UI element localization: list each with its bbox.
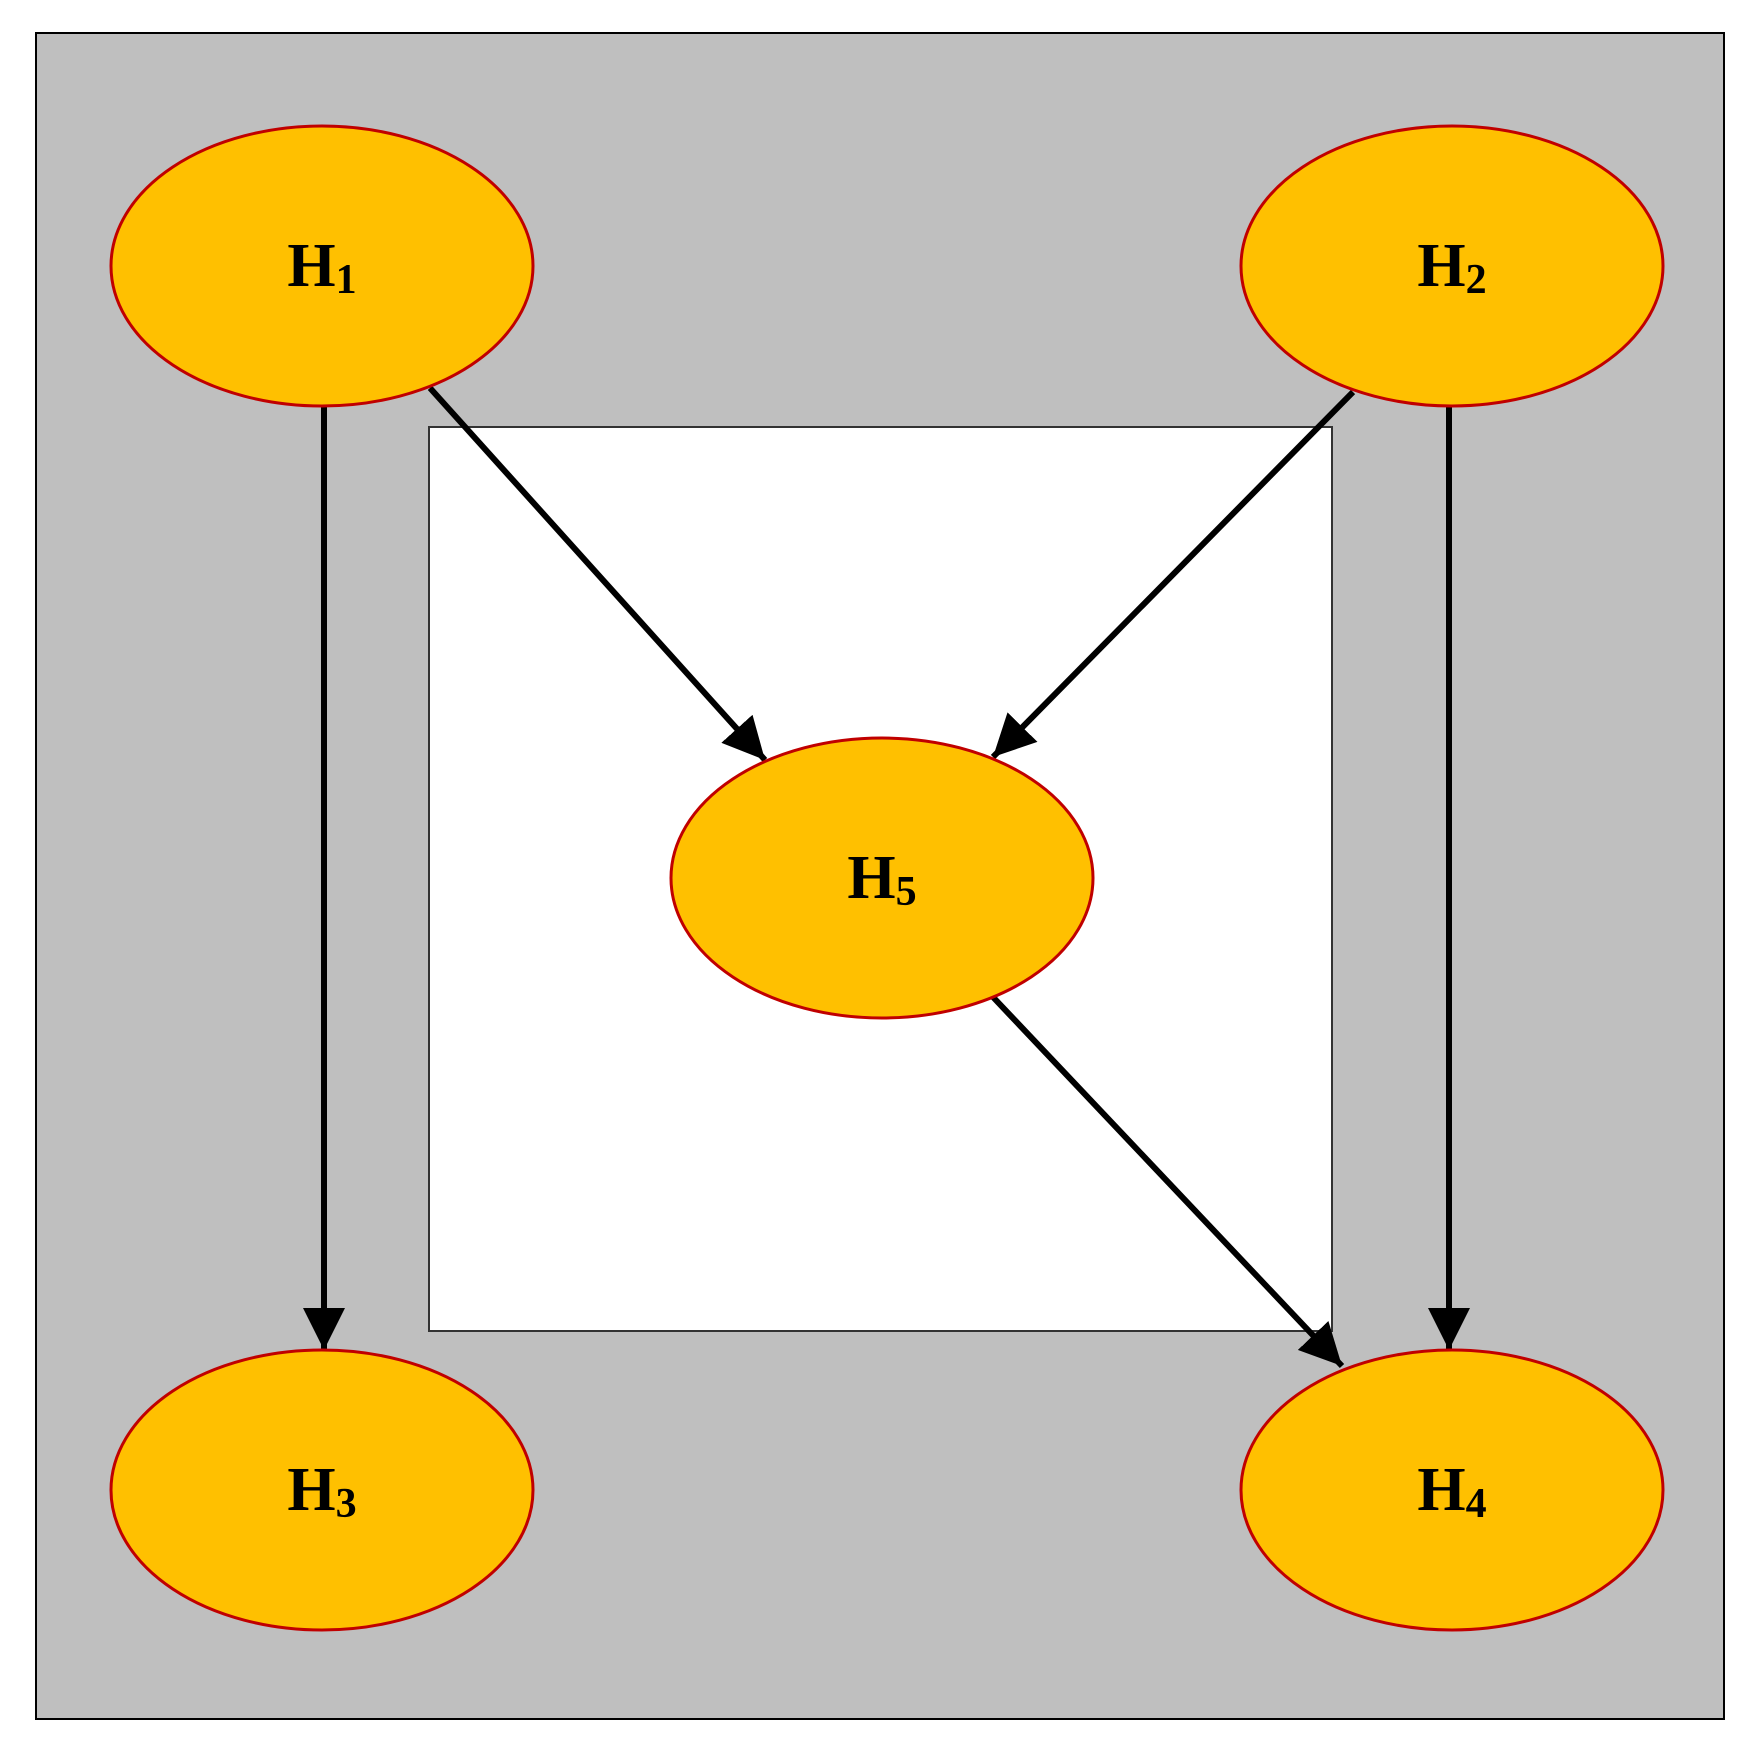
node-h2-label: H2 xyxy=(1417,232,1486,303)
node-h2-ellipse xyxy=(1239,124,1665,408)
node-h2: H2 xyxy=(1239,124,1665,408)
node-h5-label: H5 xyxy=(847,844,916,915)
edge-h1-h5 xyxy=(427,385,768,763)
node-h4: H4 xyxy=(1239,1348,1665,1632)
node-h4-label: H4 xyxy=(1417,1456,1486,1527)
node-h5-ellipse xyxy=(669,736,1095,1020)
node-h1-ellipse xyxy=(109,124,535,408)
node-h3-ellipse xyxy=(109,1348,535,1632)
edge-h2-h5 xyxy=(990,389,1356,760)
node-h1-label: H1 xyxy=(287,232,356,303)
node-h4-ellipse xyxy=(1239,1348,1665,1632)
node-h3-label: H3 xyxy=(287,1456,356,1527)
node-h5: H5 xyxy=(669,736,1095,1020)
node-h1: H1 xyxy=(109,124,535,408)
node-h3: H3 xyxy=(109,1348,535,1632)
edges-group xyxy=(303,385,1470,1369)
edge-h5-h4 xyxy=(989,993,1345,1369)
